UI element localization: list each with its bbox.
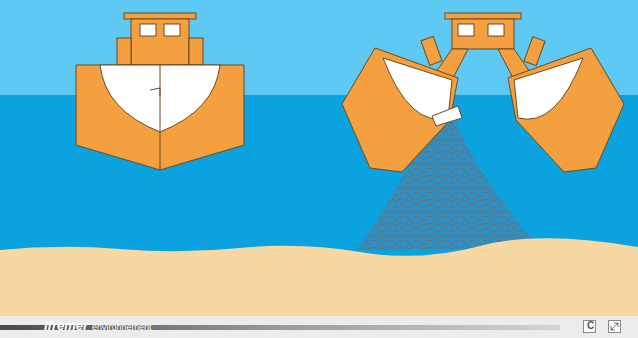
copyright-button (584, 321, 596, 333)
footer-bar (0, 316, 638, 338)
seabed (0, 238, 638, 316)
open-barge (342, 13, 624, 172)
button-label: C (585, 320, 596, 332)
fullscreen-icon (611, 323, 618, 330)
closed-barge (76, 13, 244, 170)
logo-text: Ifremer (44, 318, 88, 334)
fullscreen-button (609, 321, 621, 333)
watermark-text: environnement (92, 322, 152, 333)
